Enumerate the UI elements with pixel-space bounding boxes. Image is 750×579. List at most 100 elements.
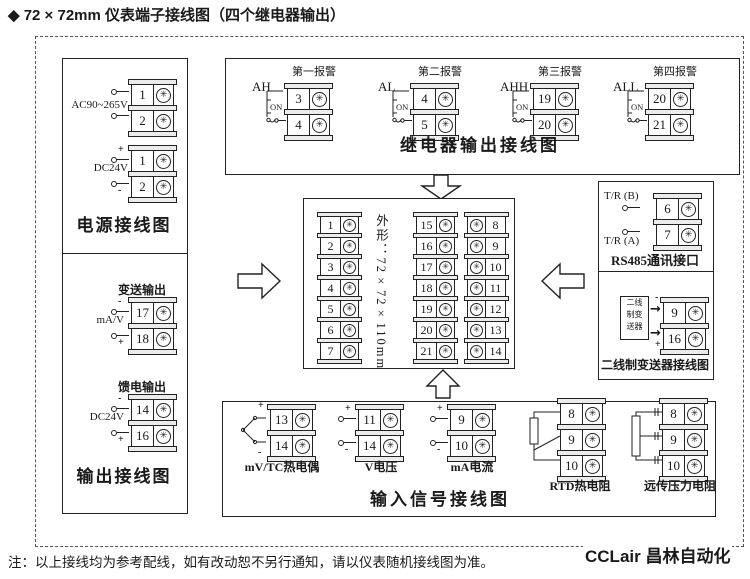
- polarity-sign: -: [118, 296, 122, 307]
- screw-icon: ✳: [686, 303, 705, 323]
- terminal-row: 10✳: [662, 456, 705, 476]
- terminal-flange: [355, 430, 404, 436]
- terminal-flange: [557, 450, 606, 456]
- screw-icon: ✳: [154, 426, 173, 446]
- right-arrow-small-icon: →: [650, 302, 661, 317]
- terminal-row: 8✳: [560, 404, 603, 424]
- terminal-number: 14: [271, 436, 293, 456]
- screw-icon: ✳: [293, 436, 312, 456]
- page-title: ◆ 72 × 72mm 仪表端子接线图（四个继电器输出）: [8, 7, 346, 24]
- terminal-flange: [413, 296, 458, 301]
- terminal-flange: [317, 212, 362, 217]
- screw-icon: ✳: [341, 217, 358, 233]
- polarity-sign: -: [345, 444, 349, 455]
- screw-icon: ✳: [154, 303, 173, 323]
- center-middle-column: 15✳ 16✳ 17✳ 18✳ 19✳ 20✳ 21✳: [413, 212, 458, 364]
- terminal-flange: [355, 404, 404, 410]
- terminal-row: 7✳: [656, 225, 699, 245]
- screw-icon: ✳: [583, 430, 602, 450]
- wire-stub-icon: [111, 111, 129, 119]
- terminal-number: 2: [132, 111, 154, 131]
- terminal-row: 5✳: [320, 301, 359, 317]
- terminal-row: 4✳: [413, 89, 456, 109]
- screw-icon: ✳: [437, 322, 454, 338]
- terminal-row: 5✳: [413, 115, 456, 135]
- alarm-code: ALL: [613, 79, 639, 94]
- screw-icon: ✳: [310, 89, 329, 109]
- terminal-flange: [317, 275, 362, 280]
- thermocouple-icon: [240, 415, 266, 445]
- terminal-flange: [413, 212, 458, 217]
- terminal-row: 3✳: [287, 89, 330, 109]
- alarm-terminal-block: 19✳ 20✳: [530, 83, 579, 141]
- terminal-flange: [660, 349, 709, 355]
- terminal-row: 10✳: [560, 456, 603, 476]
- screw-icon: ✳: [468, 238, 485, 254]
- polarity-sign: +: [345, 403, 351, 414]
- center-left-column: 1✳ 2✳ 3✳ 4✳ 5✳ 6✳ 7✳: [317, 212, 362, 364]
- terminal-flange: [653, 219, 702, 225]
- screw-icon: ✳: [381, 436, 400, 456]
- rtd-resistor-icon: [529, 411, 562, 461]
- terminal-flange: [530, 135, 579, 141]
- terminal-number: 10: [561, 456, 583, 476]
- terminal-number: 13: [271, 410, 293, 430]
- terminal-row: 19✳: [533, 89, 576, 109]
- terminal-flange: [284, 135, 333, 141]
- rs485-terminal-block: 6✳ 7✳: [653, 193, 702, 251]
- screw-icon: ✳: [437, 217, 454, 233]
- terminal-flange: [128, 105, 177, 111]
- polarity-sign: -: [118, 393, 122, 404]
- terminal-flange: [128, 394, 177, 400]
- screw-icon: ✳: [154, 400, 173, 420]
- wire-stub-icon: [622, 227, 640, 235]
- wire-stub-icon: -: [111, 296, 129, 315]
- terminal-number: 5: [321, 301, 341, 317]
- voltage-label: V电压: [364, 460, 398, 474]
- screw-icon: ✳: [154, 151, 173, 171]
- terminal-number: 20: [417, 322, 437, 338]
- polarity-sign: -: [118, 185, 122, 196]
- terminal-number: 9: [664, 303, 686, 323]
- terminal-row: ✳10: [467, 259, 506, 275]
- alarm-name: 第一报警: [292, 66, 336, 78]
- rs485-section-title: RS485通讯接口: [610, 253, 700, 268]
- terminal-flange: [645, 83, 694, 89]
- terminal-flange: [464, 359, 509, 364]
- terminal-flange: [464, 275, 509, 280]
- terminal-number: 8: [485, 217, 505, 233]
- terminal-flange: [530, 83, 579, 89]
- terminal-number: 16: [664, 329, 686, 349]
- terminal-row: 14✳: [358, 436, 401, 456]
- screw-icon: ✳: [685, 430, 704, 450]
- polarity-sign: +: [437, 403, 443, 414]
- terminal-number: 18: [417, 280, 437, 296]
- terminal-number: 10: [663, 456, 685, 476]
- relay-on-label: ON: [270, 102, 282, 112]
- feed-signal-label: DC24V: [89, 411, 124, 423]
- screw-icon: ✳: [671, 115, 690, 135]
- screw-icon: ✳: [341, 343, 358, 359]
- screw-icon: ✳: [437, 301, 454, 317]
- terminal-flange: [128, 197, 177, 203]
- terminal-flange: [413, 317, 458, 322]
- current-label: mA电流: [450, 460, 494, 474]
- terminal-row: 4✳: [320, 280, 359, 296]
- screw-icon: ✳: [556, 89, 575, 109]
- terminal-flange: [653, 245, 702, 251]
- ac-power-terminal-block: 1✳ 2✳: [128, 79, 177, 137]
- terminal-row: ✳11: [467, 280, 506, 296]
- terminal-flange: [413, 275, 458, 280]
- terminal-flange: [464, 317, 509, 322]
- screw-icon: ✳: [341, 280, 358, 296]
- footnote: 注：以上接线均为参考配线，如有改动恕不另行通知，请以仪表随机接线图为准。: [8, 555, 494, 570]
- terminal-number: 20: [534, 115, 556, 135]
- terminal-number: 2: [132, 177, 154, 197]
- terminal-flange: [413, 359, 458, 364]
- terminal-row: 17✳: [131, 303, 174, 323]
- pressure-resistor-icon: [631, 408, 662, 464]
- pressure-label: 远传压力电阻: [643, 479, 716, 493]
- terminal-row: 2✳: [320, 238, 359, 254]
- terminal-flange: [410, 83, 459, 89]
- terminal-row: ✳9: [467, 238, 506, 254]
